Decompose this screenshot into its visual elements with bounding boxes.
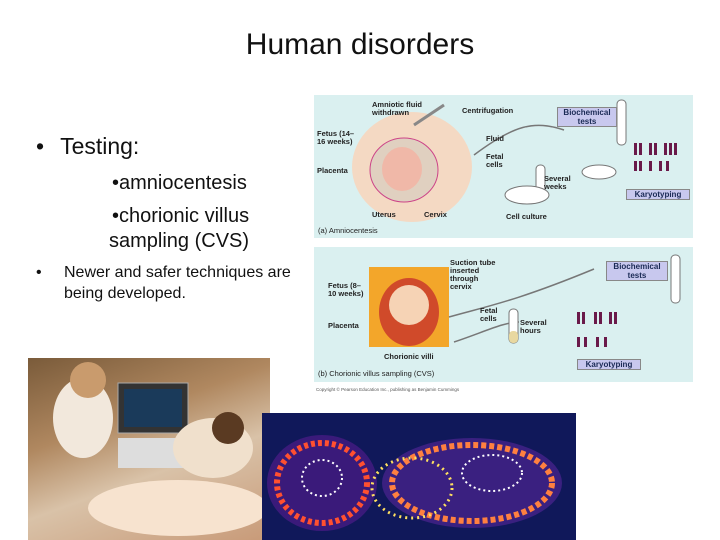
biochemical-tests-tag: Biochemical tests xyxy=(557,107,617,127)
label-fetus: Fetus (14–16 weeks) xyxy=(317,129,355,146)
sub-item-text: chorionic villus xyxy=(119,205,250,227)
cvs-diagram: Suction tube inserted through cervix Fet… xyxy=(314,247,693,382)
cvs-illustration xyxy=(369,254,681,347)
label-uterus: Uterus xyxy=(372,210,396,219)
amniocentesis-illustration xyxy=(352,99,677,222)
bullet-glyph: • xyxy=(112,205,120,227)
bullet-newer: • Newer and safer techniques are being d… xyxy=(36,262,299,304)
sub-item-text: amniocentesis xyxy=(119,172,247,194)
label-fetus-b: Fetus (8–10 weeks) xyxy=(328,281,364,298)
bullet-newer-text: Newer and safer techniques are being dev… xyxy=(64,264,291,302)
label-several-hours: Several hours xyxy=(520,318,547,335)
label-several-weeks: Several weeks xyxy=(544,174,571,191)
label-chorionic-villi: Chorionic villi xyxy=(384,352,434,361)
ultrasound-photo xyxy=(28,358,270,540)
fetal-ultrasound-image xyxy=(262,413,576,540)
bullet-glyph: • xyxy=(36,264,42,281)
label-cell-culture: Cell culture xyxy=(506,212,547,221)
amniocentesis-diagram: Amniotic fluid withdrawn Centrifugation … xyxy=(314,95,693,238)
copyright-note: Copyright © Pearson Education Inc., publ… xyxy=(316,387,460,392)
bullet-glyph: • xyxy=(112,172,120,194)
label-fluid: Fluid xyxy=(486,134,504,143)
fetal-ultrasound-drawing xyxy=(267,435,562,531)
label-centrifugation: Centrifugation xyxy=(462,106,514,115)
caption-amniocentesis: (a) Amniocentesis xyxy=(318,226,378,235)
biochemical-tests-tag-b: Biochemical tests xyxy=(606,261,668,281)
label-placenta-b: Placenta xyxy=(328,321,359,330)
slide-title: Human disorders xyxy=(245,28,475,61)
bullet-glyph: • xyxy=(36,133,45,159)
sub-item-cvs: •chorionic villus xyxy=(112,204,249,229)
caption-cvs: (b) Chorionic villus sampling (CVS) xyxy=(318,369,435,378)
karyotyping-tag: Karyotyping xyxy=(626,189,690,200)
sub-item-amniocentesis: •amniocentesis xyxy=(112,171,247,196)
sub-item-cvs-cont: sampling (CVS) xyxy=(109,230,250,252)
label-fetal-cells-b: Fetal cells xyxy=(480,306,498,323)
bullet-testing-text: Testing: xyxy=(60,133,140,159)
ultrasound-photo-drawing xyxy=(53,362,268,536)
label-amniotic-fluid: Amniotic fluid withdrawn xyxy=(372,100,422,117)
label-placenta: Placenta xyxy=(317,166,348,175)
bullet-testing: • Testing: xyxy=(36,133,139,160)
label-cervix: Cervix xyxy=(424,210,447,219)
karyotyping-tag-b: Karyotyping xyxy=(577,359,641,370)
label-suction-tube: Suction tube inserted through cervix xyxy=(450,258,496,291)
label-fetal-cells: Fetal cells xyxy=(486,152,504,169)
